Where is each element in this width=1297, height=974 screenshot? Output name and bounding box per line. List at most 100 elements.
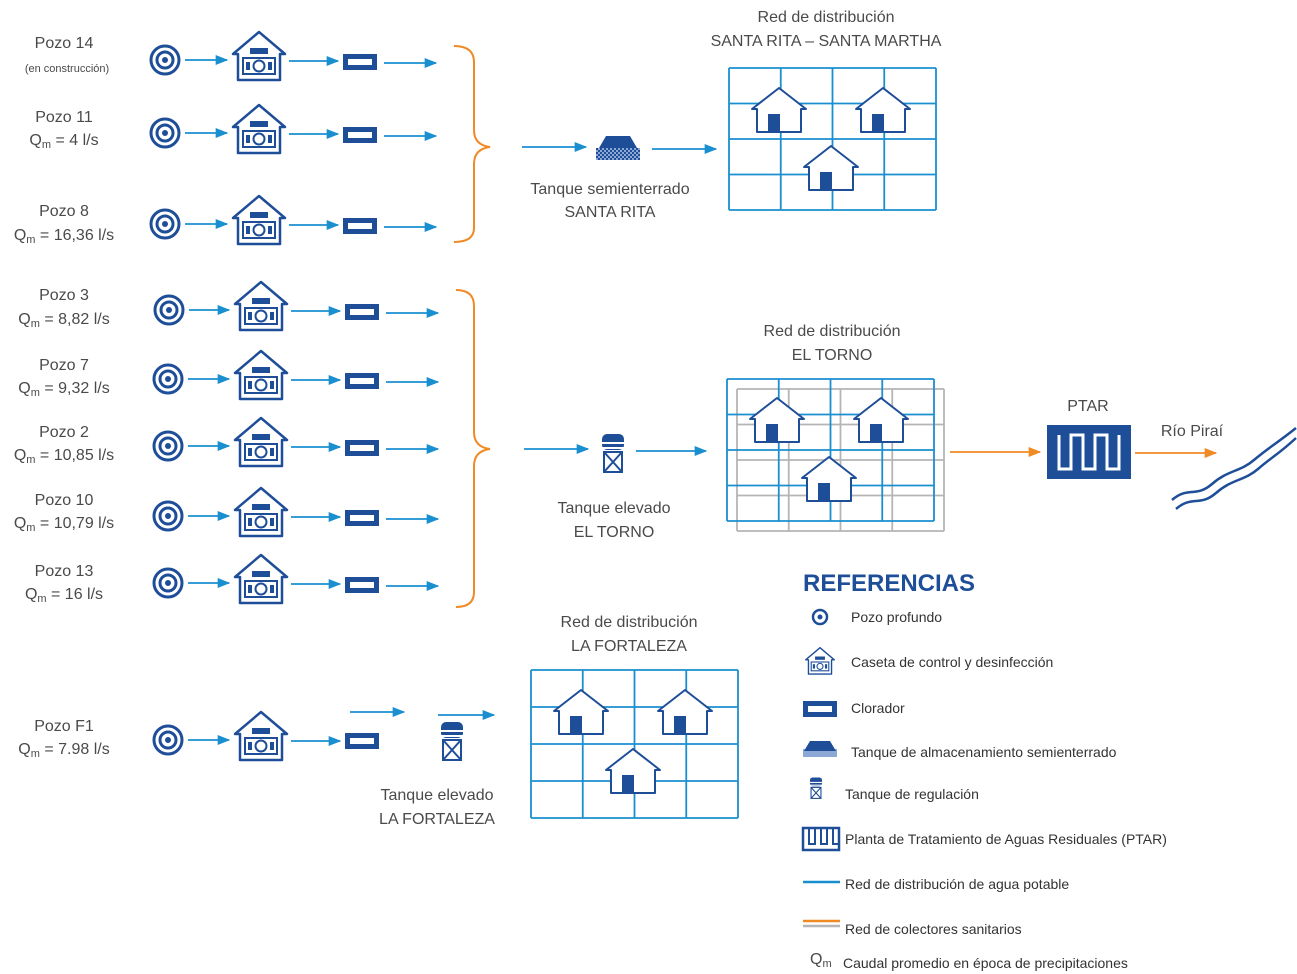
network-santa-rita: [728, 67, 937, 211]
well-name: Pozo 14: [35, 35, 94, 52]
well-flow: Qm = 10,79 l/s: [14, 515, 114, 534]
semi-buried-tank-icon: [596, 136, 640, 160]
house-icon: [801, 456, 857, 502]
legend-item-label: Caudal promedio en época de precipitacio…: [843, 955, 1128, 971]
well-row: [152, 349, 440, 401]
legend-item-label: Red de colectores sanitarios: [845, 921, 1022, 937]
control-booth-icon: [805, 647, 835, 675]
elevated-tank-icon: [809, 776, 823, 799]
chlorinator-icon: [345, 373, 379, 389]
river-label: Río Piraí: [1161, 423, 1224, 440]
well-icon: [152, 430, 184, 462]
ptar-icon: [1045, 423, 1133, 481]
tank-label-el-torno-line1: Tanque elevado: [558, 500, 671, 517]
legend-item: Planta de Tratamiento de Aguas Residuale…: [801, 826, 1167, 852]
control-booth-icon: [233, 349, 289, 401]
network-la-fortaleza: [530, 669, 739, 819]
legend-item-label: Red de distribución de agua potable: [845, 876, 1069, 892]
semi-buried-tank-icon: [804, 741, 836, 751]
bracket-el-torno: [455, 289, 491, 608]
legend-item-label: Tanque de almacenamiento semienterrado: [851, 744, 1117, 760]
well-icon: [149, 117, 181, 149]
well-icon: [811, 608, 829, 626]
ptar-label: PTAR: [1067, 398, 1108, 415]
well-row: [149, 103, 438, 155]
well-flow: Qm = 4 l/s: [29, 132, 98, 151]
control-booth-icon: [233, 486, 289, 538]
house-icon: [605, 748, 661, 794]
control-booth-icon: [231, 194, 287, 246]
well-note: (en construcción): [25, 63, 109, 75]
network-label-el-torno-line1: Red de distribución: [764, 323, 901, 340]
chlorinator-icon: [345, 440, 379, 456]
network-label-santa-rita-line1: Red de distribución: [758, 9, 895, 26]
well-icon: [152, 363, 184, 395]
ptar-icon: [801, 826, 841, 852]
well-flow: Qm = 16 l/s: [25, 586, 103, 605]
well-flow: Qm = 7.98 l/s: [18, 741, 109, 760]
legend-item-label: Pozo profundo: [851, 609, 942, 625]
legend-item: Tanque de regulación: [809, 776, 979, 802]
well-row: [153, 280, 440, 332]
chlorinator-icon: [343, 127, 377, 143]
well-name: Pozo 2: [39, 424, 89, 441]
legend-item-label: Tanque de regulación: [845, 786, 979, 802]
network-label-el-torno-line2: EL TORNO: [792, 347, 873, 364]
legend-item: Clorador: [803, 700, 905, 717]
house-icon: [749, 397, 805, 443]
well-icon: [152, 567, 184, 599]
control-booth-icon: [233, 710, 289, 762]
legend-item-label: Clorador: [851, 700, 905, 716]
well-icon: [149, 208, 181, 240]
chlorinator-icon: [345, 304, 379, 320]
well-icon: [153, 294, 185, 326]
well-name: Pozo 11: [35, 109, 93, 126]
well-row: [152, 553, 440, 605]
tank-label-santa-rita-line2: SANTA RITA: [565, 204, 656, 221]
network-label-la-fortaleza-line1: Red de distribución: [561, 614, 698, 631]
house-icon: [803, 145, 859, 191]
legend-item: Caseta de control y desinfección: [805, 647, 1053, 675]
tank-label-santa-rita-line1: Tanque semienterrado: [530, 181, 689, 198]
well-row: [152, 416, 440, 468]
legend-item: Red de distribución de agua potable: [803, 876, 1069, 892]
well-flow: Qm = 8,82 l/s: [18, 311, 109, 330]
house-icon: [553, 689, 609, 735]
well-row: [152, 486, 440, 538]
chlorinator-icon: [345, 577, 379, 593]
legend-item: Qm Caudal promedio en época de precipitac…: [810, 951, 1128, 971]
well-name: Pozo 10: [35, 492, 94, 509]
elevated-tank-icon: [440, 721, 464, 761]
chlorinator-icon: [345, 510, 379, 526]
control-booth-icon: [231, 103, 287, 155]
legend-item: Red de colectores sanitarios: [803, 919, 1022, 937]
house-icon: [853, 397, 909, 443]
bracket-santa-rita: [453, 45, 491, 243]
river-icon: [1171, 427, 1297, 510]
control-booth-icon: [233, 280, 289, 332]
house-icon: [751, 87, 807, 133]
control-booth-icon: [233, 416, 289, 468]
legend-item: Tanque de almacenamiento semienterrado: [803, 741, 1117, 760]
network-label-santa-rita-line2: SANTA RITA – SANTA MARTHA: [711, 33, 942, 50]
tank-label-la-fortaleza-line1: Tanque elevado: [381, 787, 494, 804]
network-label-la-fortaleza-line2: LA FORTALEZA: [571, 638, 687, 655]
legend-item-label: Planta de Tratamiento de Aguas Residuale…: [845, 831, 1167, 847]
control-booth-icon: [233, 553, 289, 605]
network-el-torno: [726, 378, 945, 532]
well-flow: Qm = 10,85 l/s: [14, 447, 114, 466]
well-name: Pozo F1: [34, 718, 94, 735]
well-name: Pozo 13: [35, 563, 94, 580]
well-row: [152, 710, 379, 762]
elevated-tank-icon: [601, 433, 625, 473]
chlorinator-icon: [803, 701, 837, 717]
well-name: Pozo 7: [39, 357, 89, 374]
well-name: Pozo 3: [39, 287, 89, 304]
chlorinator-icon: [343, 218, 377, 234]
chlorinator-icon: [345, 733, 379, 749]
house-icon: [855, 87, 911, 133]
well-flow: Qm = 16,36 l/s: [14, 227, 114, 246]
well-icon: [152, 500, 184, 532]
qm-symbol: Qm: [810, 951, 832, 970]
